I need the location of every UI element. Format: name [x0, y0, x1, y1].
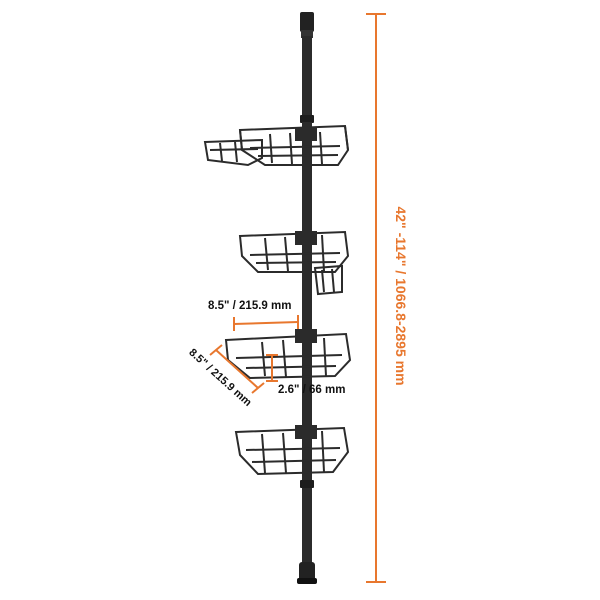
tension-pole: [297, 12, 317, 584]
height-dimension-line: [366, 13, 386, 583]
basket-height-dimension: [266, 354, 278, 382]
basket-width-label: 8.5" / 215.9 mm: [208, 300, 292, 312]
basket-width-dimension: [233, 315, 299, 331]
basket-height-label: 2.6" / 66 mm: [278, 384, 346, 396]
height-label: 42" -114" / 1066.8-2895 mm: [393, 206, 409, 385]
basket-depth-dimension: [209, 344, 265, 394]
third-basket: [224, 329, 352, 380]
second-basket: [238, 230, 350, 296]
basket-depth-label: 8.5" / 215.9 mm: [186, 347, 254, 409]
top-basket: [203, 124, 350, 167]
bottom-basket: [234, 425, 350, 476]
